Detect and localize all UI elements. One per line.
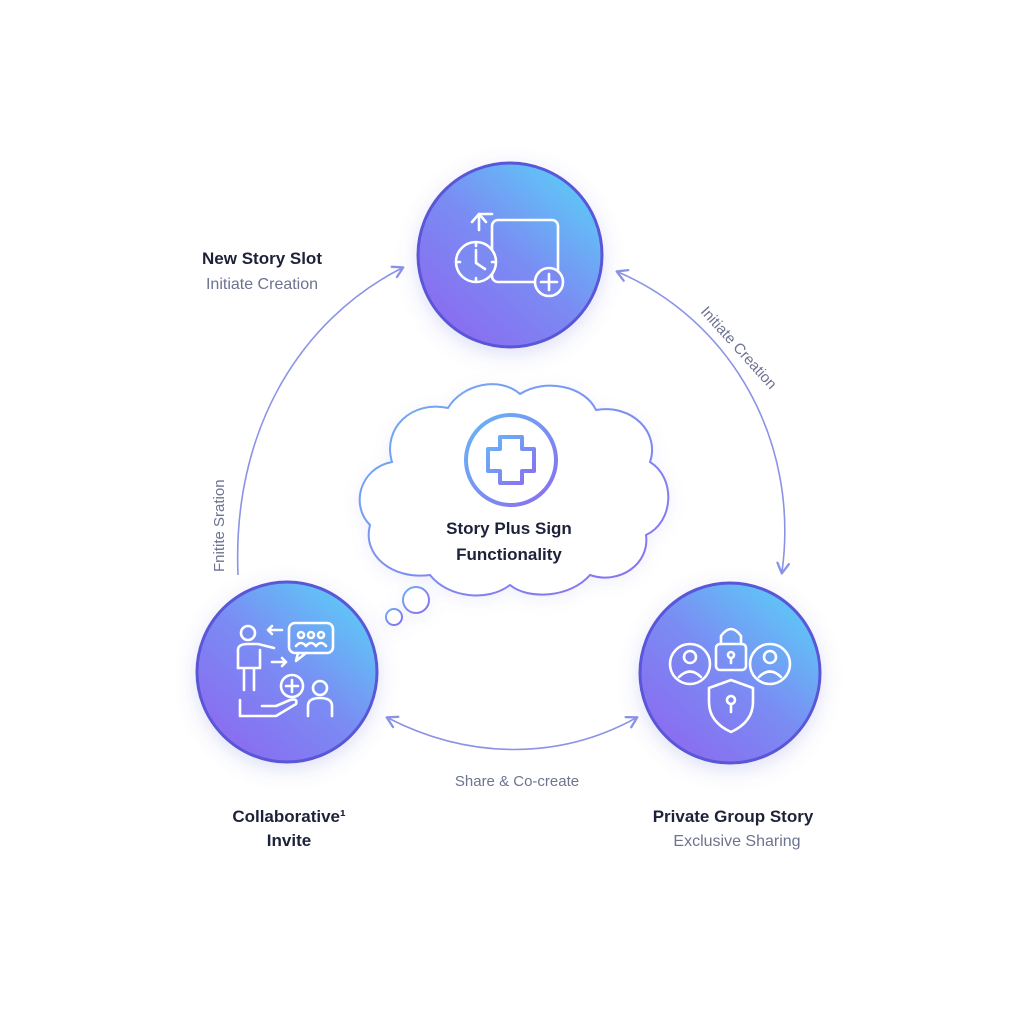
collaboration-invite-icon: [236, 621, 335, 718]
plus-icon: [464, 413, 558, 507]
arc-bottom-arrow: [385, 715, 639, 751]
arc-right-arrow: [615, 268, 791, 575]
node-collaborative-invite: [195, 580, 379, 764]
center-title-line2: Functionality: [456, 545, 562, 564]
node-subtitle-private-group-story: Exclusive Sharing: [673, 833, 800, 850]
node-title-private-group-story: Private Group Story: [653, 807, 814, 826]
node-new-story-slot: [416, 161, 604, 349]
edge-label-left: Fnitite Sration: [211, 479, 228, 572]
node-title-collaborative-line2: Invite: [267, 831, 311, 850]
story-slot-clock-plus-icon: [454, 212, 565, 298]
arc-left-arrow: [236, 265, 405, 576]
node-subtitle-new-story-slot: Initiate Creation: [206, 276, 318, 293]
node-title-collaborative-line1: Collaborative¹: [232, 807, 346, 826]
private-group-lock-icon: [668, 627, 792, 734]
node-private-group-story: [638, 581, 822, 765]
edge-label-bottom: Share & Co-create: [455, 773, 579, 790]
edge-label-right: Initiate Creation: [697, 303, 780, 392]
node-title-new-story-slot: New Story Slot: [202, 249, 322, 268]
center-title-line1: Story Plus Sign: [446, 519, 572, 538]
